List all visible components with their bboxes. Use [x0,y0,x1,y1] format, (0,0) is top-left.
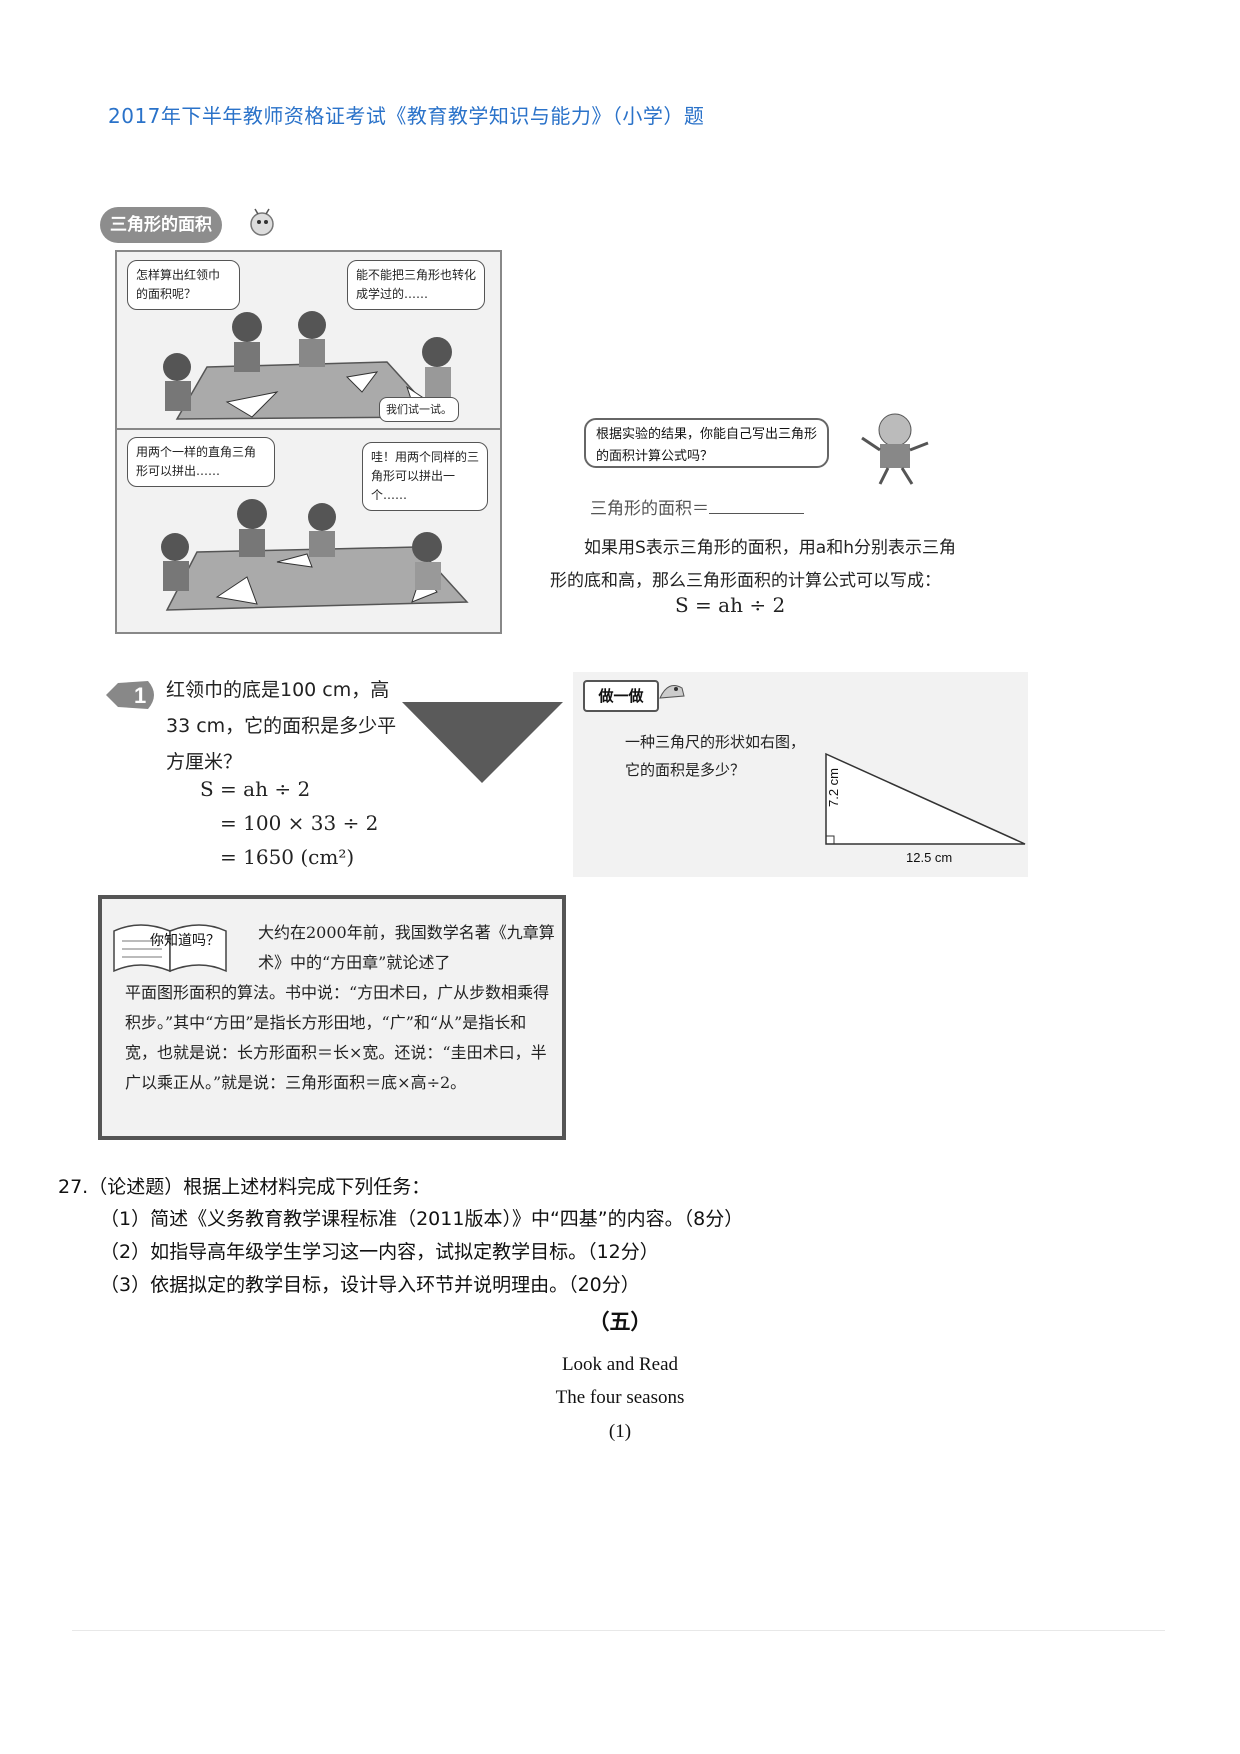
mouse-icon [659,685,685,699]
did-you-know-label: 你知道吗？ [150,933,220,949]
try-it-tag: 做一做 [583,680,659,712]
footer-divider [72,1630,1165,1631]
question-27-stem: 27.（论述题）根据上述材料完成下列任务： [58,1176,431,1198]
question-27-item-1: （1）简述《义务教育教学课程标准（2011版本）》中“四基”的内容。（8分） [100,1208,744,1230]
red-scarf-triangle-figure [402,702,563,783]
did-you-know-box [98,895,566,1140]
cartoon-character-icon [861,413,929,485]
formula-fill-line: 三角形的面积＝ [590,494,804,519]
did-you-know-text: 平面图形面积的算法。书中说：“方田术曰，广从步数相乘得积步。”其中“方田”是指长… [125,983,550,1092]
solution-line-1: S = ah ÷ 2 [200,777,311,801]
formula-question-bubble: 根据实验的结果，你能自己写出三角形的面积计算公式吗？ [584,418,829,468]
formula-explanation: 如果用S表示三角形的面积，用a和h分别表示三角形的底和高，那么三角形面积的计算公… [550,532,970,598]
comic-bubble-1: 怎样算出红领巾的面积呢？ [127,260,240,310]
example-problem-text: 红领巾的底是100 cm，高33 cm，它的面积是多少平方厘米？ [166,679,397,773]
formula-explanation-text: 如果用S表示三角形的面积，用a和h分别表示三角形的底和高，那么三角形面积的计算公… [550,538,956,591]
english-title-line-1: Look and Read [561,1354,679,1375]
question-27-item-3: （3）依据拟定的教学目标，设计导入环节并说明理由。（20分） [100,1274,640,1296]
did-you-know-text-top: 大约在2000年前，我国数学名著《九章算术》中的“方田章”就论述了 [258,923,555,972]
set-square-base-label: 12.5 cm [906,850,953,865]
set-square-triangle-figure [825,752,1026,845]
comic-illustration: 怎样算出红领巾的面积呢？ 能不能把三角形也转化成学过的…… 我们试一试。 用两个… [115,250,502,634]
document-header-title: 2017年下半年教师资格证考试《教育教学知识与能力》（小学）题 [108,104,705,128]
example-number-badge: 1 [106,681,154,709]
students-at-table-illustration [163,311,452,420]
comic-bubble-3: 我们试一试。 [379,397,459,422]
triangle-area-formula: S = ah ÷ 2 [675,593,786,617]
formula-blank [709,513,804,514]
solution-line-2: = 100 × 33 ÷ 2 [220,811,379,835]
caterpillar-icon [250,208,274,236]
comic-bubble-2: 能不能把三角形也转化成学过的…… [347,260,485,310]
section-title-tag: 三角形的面积 [100,207,222,243]
set-square-height-label: 7.2 cm [826,768,841,808]
example-solution: S = ah ÷ 2 = 100 × 33 ÷ 2 = 1650 (cm²) [200,772,378,874]
comic-panel-divider [117,428,500,430]
comic-bubble-5: 哇！用两个同样的三角形可以拼出一个…… [362,442,488,511]
question-27-item-2: （2）如指导高年级学生学习这一内容，试拟定教学目标。（12分） [100,1241,659,1263]
try-it-text: 一种三角尺的形状如右图，它的面积是多少？ [625,733,806,779]
example-number: 1 [134,683,146,708]
comic-bubble-4: 用两个一样的直角三角形可以拼出…… [127,437,275,487]
formula-fill-label: 三角形的面积＝ [590,499,709,519]
english-title-line-3: (1) [608,1421,632,1442]
students-with-triangles-illustration [161,499,469,611]
english-title-line-2: The four seasons [555,1387,685,1408]
open-book-icon [113,924,227,973]
section-five-heading: （五） [588,1310,652,1334]
solution-line-3: = 1650 (cm²) [220,845,355,869]
